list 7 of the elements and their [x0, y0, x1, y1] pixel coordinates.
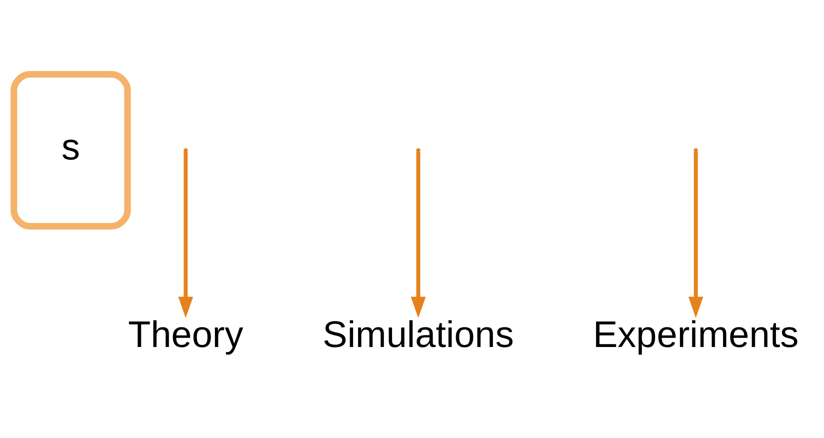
arrow — [178, 152, 194, 318]
node-text: Simulations — [322, 314, 514, 356]
arrow — [410, 152, 426, 318]
arrow — [688, 152, 704, 318]
node-text: Experiments — [592, 314, 799, 356]
node-box: s — [10, 70, 131, 230]
node-text: Theory — [128, 314, 244, 356]
